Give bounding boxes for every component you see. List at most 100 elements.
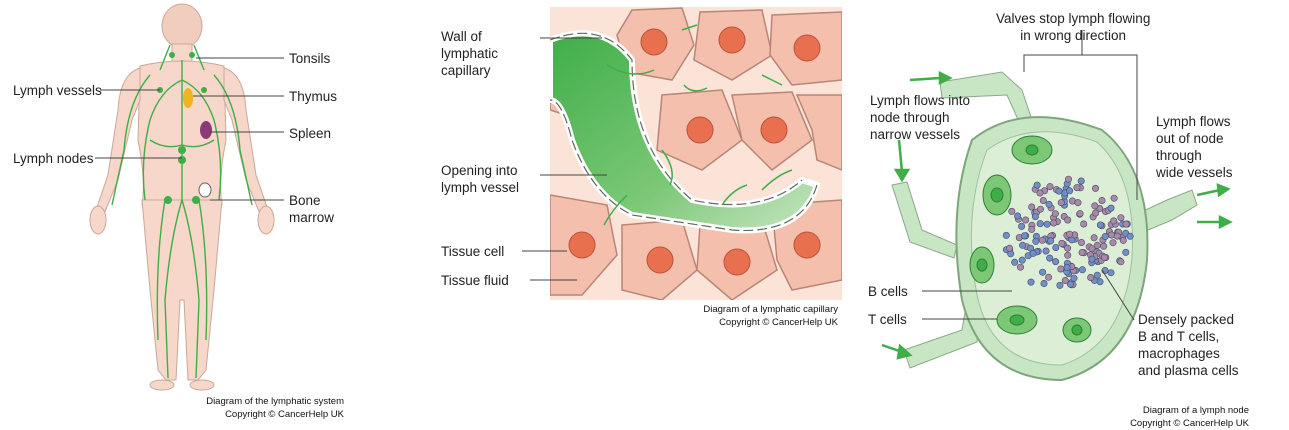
- lymphocyte: [1078, 239, 1084, 245]
- lymphocyte: [1056, 188, 1062, 194]
- lymphocyte: [1019, 242, 1025, 248]
- lymphocyte: [1127, 233, 1133, 239]
- lymphatic-system-caption: Diagram of the lymphatic system Copyrigh…: [150, 395, 344, 421]
- lymphocyte: [1032, 214, 1038, 220]
- lymphocyte: [1064, 264, 1070, 270]
- lymphocyte: [1066, 188, 1072, 194]
- t-cells-label: T cells: [868, 311, 907, 328]
- body-figure: [0, 0, 432, 430]
- capillary-caption: Diagram of a lymphatic capillary Copyrig…: [632, 303, 838, 329]
- lymphocyte: [1071, 275, 1077, 281]
- lymphatic-system-panel: Tonsils Lymph vessels Thymus Spleen Lymp…: [0, 0, 432, 430]
- spleen-organ: [200, 121, 212, 139]
- lymphatic-capillary-panel: Wall of lymphatic capillary Opening into…: [432, 0, 862, 430]
- lymphocyte: [1092, 210, 1098, 216]
- lymphocyte: [1114, 233, 1120, 239]
- lymphocyte: [1047, 183, 1053, 189]
- lymphocyte: [1065, 217, 1071, 223]
- lymphocyte: [1088, 274, 1094, 280]
- lymphocyte: [1022, 217, 1028, 223]
- lymphocyte: [1092, 185, 1098, 191]
- lymphocyte: [1044, 221, 1050, 227]
- lymphocyte: [1006, 245, 1012, 251]
- lymphocyte: [1037, 206, 1043, 212]
- lymphocyte: [1053, 244, 1059, 250]
- lymphocyte: [1065, 252, 1071, 258]
- caption-title: Diagram of a lymph node: [1052, 404, 1249, 417]
- lymphocyte: [1014, 213, 1020, 219]
- lymphocyte: [1081, 221, 1087, 227]
- lymphocyte: [1047, 255, 1053, 261]
- lymphocyte: [1101, 254, 1107, 260]
- lymphocyte: [1101, 243, 1107, 249]
- lymphocyte: [1094, 242, 1100, 248]
- lymphocyte: [1058, 266, 1064, 272]
- lymphocyte: [1108, 270, 1114, 276]
- lymphocyte: [1123, 249, 1129, 255]
- lymphocyte: [1045, 274, 1051, 280]
- lymphocyte: [1009, 208, 1015, 214]
- lymphocyte: [1052, 258, 1058, 264]
- lymphocyte: [1037, 220, 1043, 226]
- lymphocyte: [1059, 240, 1065, 246]
- lymphocyte: [1097, 222, 1103, 228]
- lymphocyte: [1029, 226, 1035, 232]
- lymphocyte: [1110, 240, 1116, 246]
- caption-copyright: Copyright © CancerHelp UK: [632, 316, 838, 329]
- valves-label: Valves stop lymph flowing in wrong direc…: [996, 10, 1150, 44]
- lymphocyte: [1111, 218, 1117, 224]
- densely-packed-label: Densely packed B and T cells, macrophage…: [1138, 311, 1239, 379]
- lymphocyte: [1021, 233, 1027, 239]
- lymphocyte: [1089, 256, 1095, 262]
- lymphocyte: [1064, 245, 1070, 251]
- lymphocyte: [1065, 176, 1071, 182]
- lymphocyte: [1118, 259, 1124, 265]
- lymphocyte: [1040, 197, 1046, 203]
- lymphocyte: [1043, 248, 1049, 254]
- tissue-fluid-label: Tissue fluid: [441, 272, 509, 289]
- lymphocyte: [1003, 232, 1009, 238]
- lymphocyte: [1019, 257, 1025, 263]
- lymphocyte: [1048, 238, 1054, 244]
- lymphocyte: [1108, 232, 1114, 238]
- lymphocyte: [1079, 249, 1085, 255]
- lymphocyte: [1120, 237, 1126, 243]
- tissue-cell-label: Tissue cell: [441, 243, 504, 260]
- lymphocyte: [1058, 199, 1064, 205]
- flows-out-label: Lymph flows out of node through wide ves…: [1156, 113, 1233, 181]
- lymph-vessels-label: Lymph vessels: [13, 82, 102, 99]
- lymphocyte: [1074, 184, 1080, 190]
- lymphocyte: [1028, 279, 1034, 285]
- thymus-organ: [183, 88, 193, 108]
- tonsils-label: Tonsils: [289, 50, 330, 67]
- thymus-label: Thymus: [289, 88, 337, 105]
- lymphocyte: [1012, 259, 1018, 265]
- lymphocyte: [1108, 205, 1114, 211]
- lymphocyte: [1102, 233, 1108, 239]
- lymphocyte: [1051, 220, 1057, 226]
- lymphocyte: [1039, 269, 1045, 275]
- lymphocyte: [1118, 215, 1124, 221]
- lymphocyte: [1066, 231, 1072, 237]
- caption-title: Diagram of the lymphatic system: [150, 395, 344, 408]
- lymphocyte: [1046, 201, 1052, 207]
- bone-marrow-label: Bone marrow: [289, 192, 334, 226]
- lymphocyte: [1067, 281, 1073, 287]
- lymphocyte: [1075, 199, 1081, 205]
- opening-label: Opening into lymph vessel: [441, 162, 519, 196]
- lymphocyte: [1039, 237, 1045, 243]
- lymph-nodes-label: Lymph nodes: [13, 150, 94, 167]
- lymphocyte: [1111, 195, 1117, 201]
- lymphocyte: [1092, 203, 1098, 209]
- lymphocyte: [1018, 223, 1024, 229]
- lymph-node-panel: Valves stop lymph flowing in wrong direc…: [862, 0, 1289, 430]
- caption-title: Diagram of a lymphatic capillary: [632, 303, 838, 316]
- lymphocyte: [1123, 221, 1129, 227]
- lymphocyte: [1037, 190, 1043, 196]
- lymphocyte: [1078, 178, 1084, 184]
- caption-copyright: Copyright © CancerHelp UK: [1052, 417, 1249, 430]
- caption-copyright: Copyright © CancerHelp UK: [150, 408, 344, 421]
- lymphocyte: [1041, 280, 1047, 286]
- lymphocyte: [1077, 210, 1083, 216]
- spleen-label: Spleen: [289, 125, 331, 142]
